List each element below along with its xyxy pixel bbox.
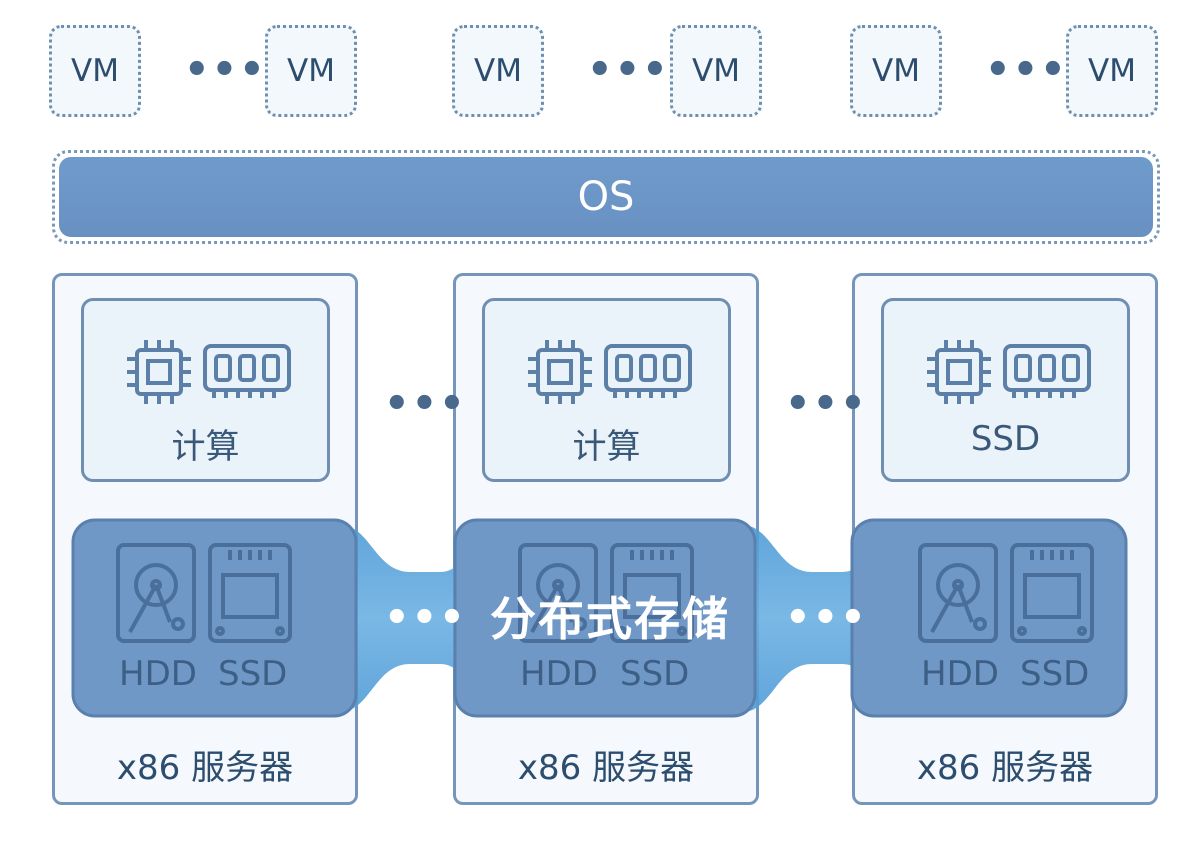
os-layer: OS (52, 150, 1160, 244)
vm-label: VM (287, 53, 335, 89)
vm-box: VM (670, 25, 762, 117)
cpu-chip-icon (528, 340, 592, 404)
hdd-label: HDD (119, 654, 197, 694)
server-label: x86 服务器 (916, 748, 1094, 788)
resource-label: 计算 (572, 427, 641, 467)
hard-disk-icon (518, 543, 598, 643)
vm-label: VM (71, 53, 119, 89)
os-label: OS (577, 174, 635, 220)
os-bar-fill: OS (59, 157, 1153, 237)
vm-label: VM (474, 53, 522, 89)
hdd-label: HDD (921, 654, 999, 694)
vm-box: VM (1066, 25, 1158, 117)
ssd-label: SSD (218, 654, 288, 694)
server-label: x86 服务器 (116, 748, 294, 788)
memory-module-icon (604, 344, 692, 398)
hard-disk-icon (116, 543, 196, 643)
compute-module: 计算 (81, 298, 330, 482)
hard-disk-icon (918, 543, 998, 643)
storage-block (453, 518, 757, 718)
ssd-label: SSD (1020, 654, 1090, 694)
compute-module: SSD (881, 298, 1130, 482)
vm-label: VM (1088, 53, 1136, 89)
storage-ellipsis: ••• (785, 595, 868, 641)
vm-box: VM (452, 25, 544, 117)
server-label: x86 服务器 (517, 748, 695, 788)
memory-module-icon (1003, 344, 1091, 398)
vm-box: VM (850, 25, 942, 117)
cpu-chip-icon (927, 340, 991, 404)
storage-block (71, 518, 358, 718)
hdd-label: HDD (520, 654, 598, 694)
ssd-drive-icon (208, 543, 292, 643)
ssd-label: SSD (620, 654, 690, 694)
memory-module-icon (203, 344, 291, 398)
distributed-storage-label: 分布式存储 (490, 592, 730, 646)
resource-label: SSD (970, 419, 1041, 459)
vm-label: VM (692, 53, 740, 89)
resource-label: 计算 (171, 427, 240, 467)
ssd-drive-icon (1010, 543, 1094, 643)
vm-box: VM (49, 25, 141, 117)
vm-label: VM (872, 53, 920, 89)
compute-module: 计算 (482, 298, 731, 482)
vm-box: VM (265, 25, 357, 117)
cpu-chip-icon (127, 340, 191, 404)
ssd-drive-icon (610, 543, 694, 643)
